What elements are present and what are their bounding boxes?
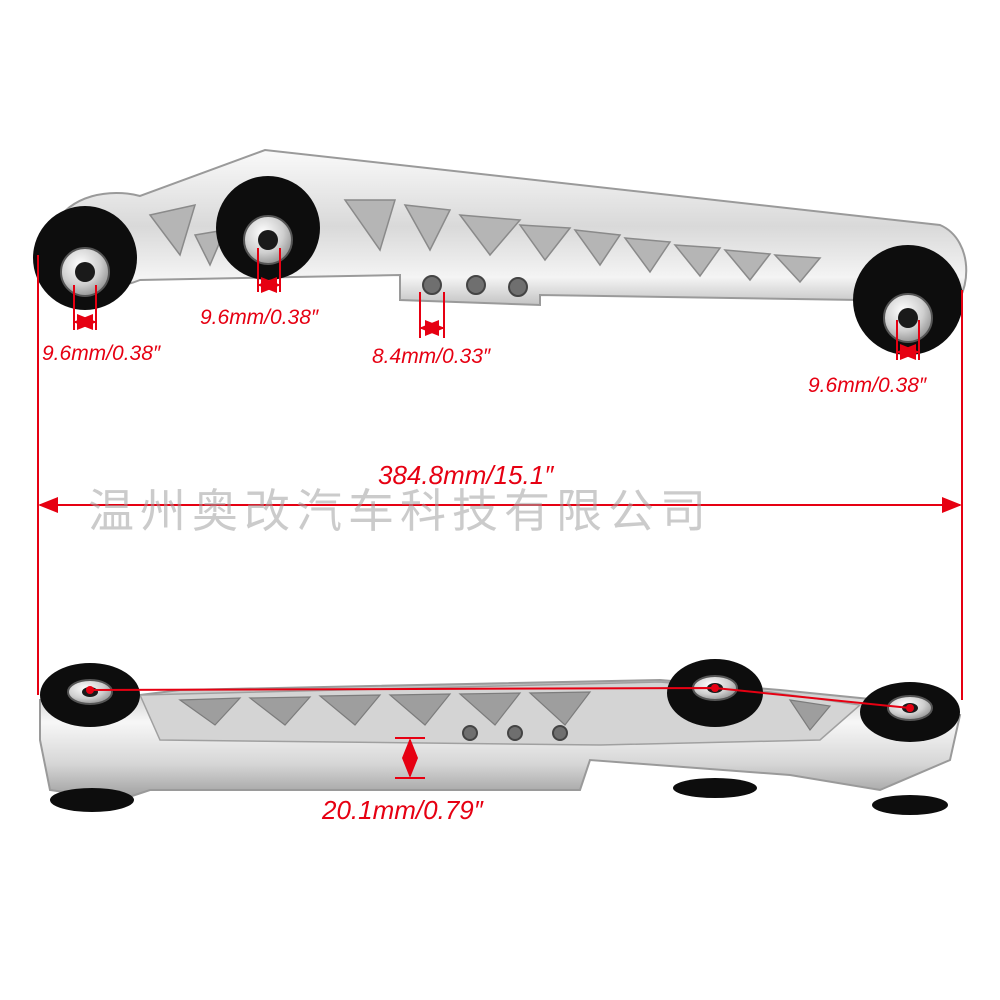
label-bolt-hole: 8.4mm/0.33″ <box>372 345 491 368</box>
bottom-arm-bolt-holes <box>462 725 568 741</box>
bushing-middle <box>216 176 320 280</box>
bottom-control-arm <box>39 659 962 815</box>
center-markers <box>86 684 914 712</box>
bottom-arm-pockets <box>178 691 832 732</box>
label-overall-length: 384.8mm/15.1″ <box>378 460 554 490</box>
watermark-text: 温州奥改汽车科技有限公司 <box>88 484 712 538</box>
bushing-right <box>853 245 963 355</box>
label-thickness: 20.1mm/0.79″ <box>322 795 483 825</box>
top-control-arm <box>33 148 968 355</box>
bottom-bushing-middle <box>667 659 763 798</box>
label-bushing-mid: 9.6mm/0.38″ <box>200 306 319 329</box>
label-bushing-right: 9.6mm/0.38″ <box>808 374 927 397</box>
bottom-bushing-left <box>40 663 140 812</box>
bushing-left <box>33 206 137 310</box>
top-arm-bolt-holes <box>422 275 528 297</box>
top-arm-body <box>52 148 968 322</box>
label-bushing-left: 9.6mm/0.38″ <box>42 342 161 365</box>
